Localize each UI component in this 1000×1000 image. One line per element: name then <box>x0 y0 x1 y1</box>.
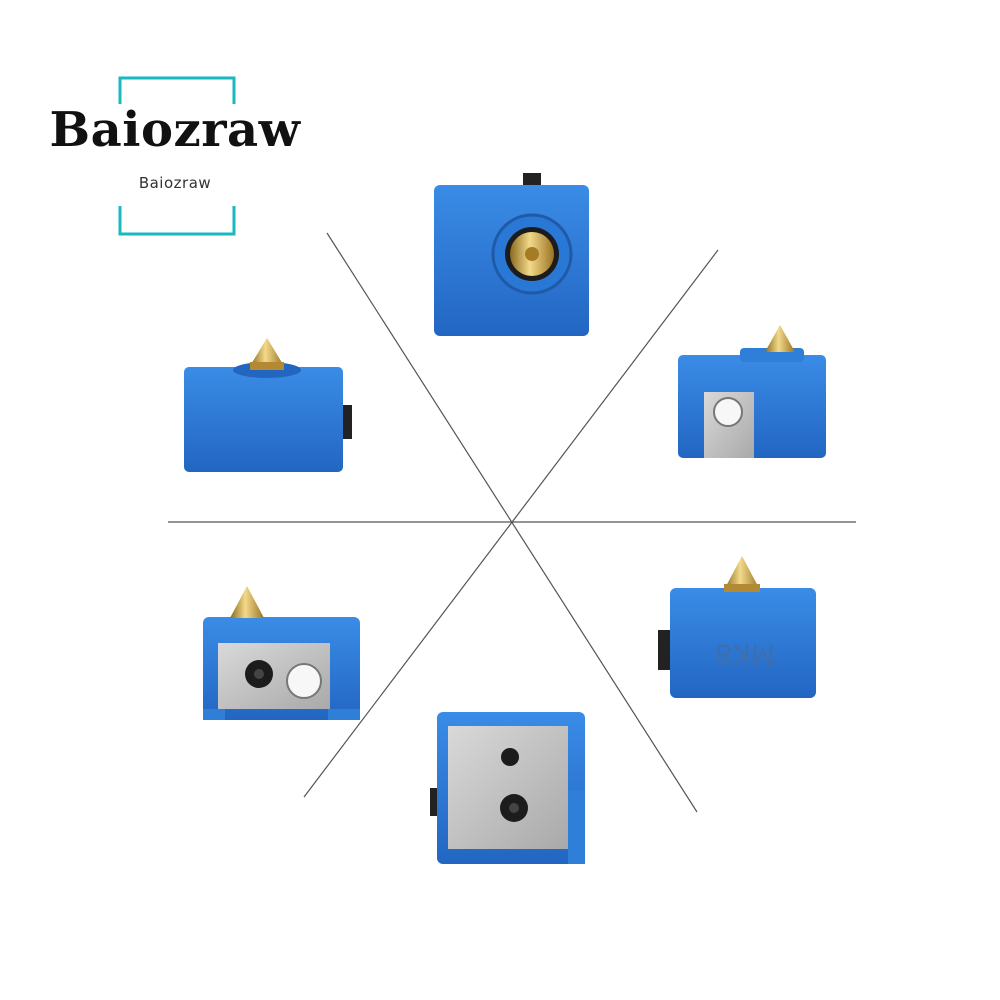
view-bottom-block <box>430 712 585 864</box>
brand-frame <box>118 76 236 236</box>
view-right-top <box>678 325 826 458</box>
brand-subtitle: Baiozraw <box>138 174 212 192</box>
divider-lines <box>168 232 856 813</box>
view-left-bottom <box>203 586 360 720</box>
view-right-bottom <box>658 556 816 698</box>
sock-marking: MK8 <box>715 638 775 671</box>
view-left-top <box>184 338 352 472</box>
view-top-nozzle <box>434 173 589 336</box>
brand-logo-text: Baiozraw <box>49 102 301 158</box>
